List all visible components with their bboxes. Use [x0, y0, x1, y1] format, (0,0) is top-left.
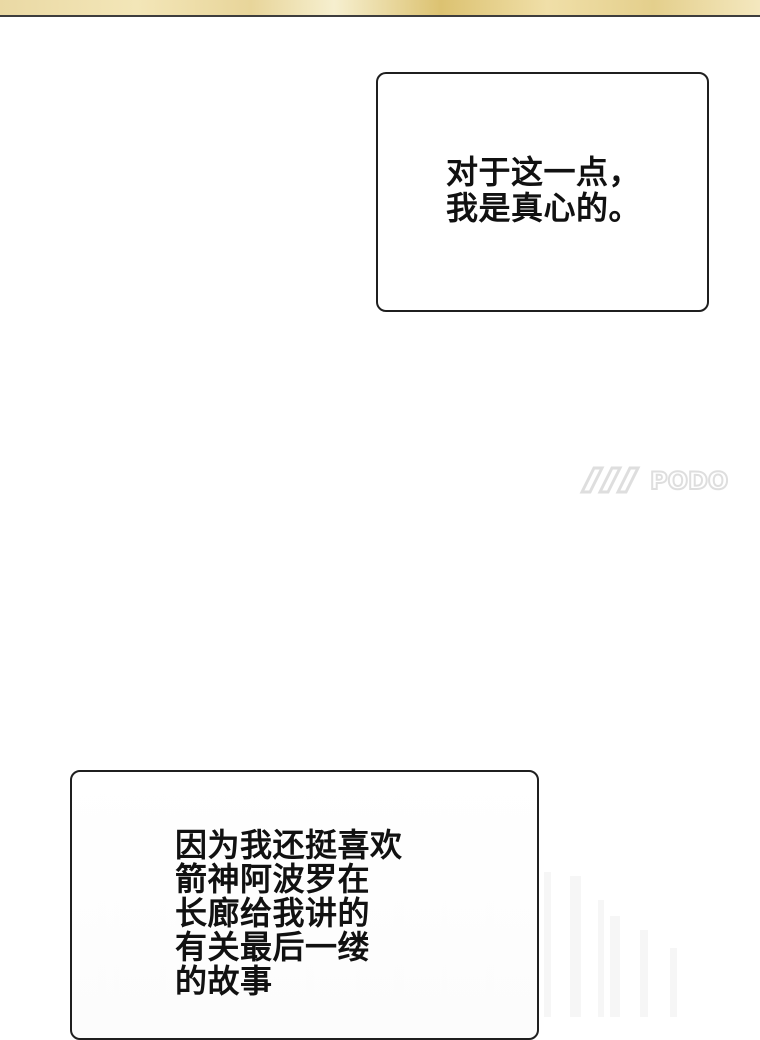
speech-bubble-2-line-4: 有关最后一缕 [175, 928, 371, 966]
speech-bubble-2-line-2: 箭神阿波罗在 [175, 860, 371, 898]
speech-bubble-2-line-3: 长廊给我讲的 [175, 894, 371, 932]
speech-bubble-2-text: 因为我还挺喜欢 箭神阿波罗在 长廊给我讲的 有关最后一缕 的故事 [175, 828, 465, 998]
podo-watermark: PODO [579, 466, 729, 496]
speech-bubble-2-line-1: 因为我还挺喜欢 [175, 826, 403, 864]
speech-bubble-2-line-5: 的故事 [175, 962, 273, 1000]
speech-bubble-1-line-1: 对于这一点， [446, 153, 642, 191]
watermark-text: PODO [650, 467, 728, 495]
speech-bubble-1-line-2: 我是真心的。 [446, 189, 642, 227]
speech-bubble-1-text: 对于这一点， 我是真心的。 [446, 154, 676, 226]
speech-bubble-1: 对于这一点， 我是真心的。 [376, 72, 709, 312]
speech-bubble-2: 因为我还挺喜欢 箭神阿波罗在 长廊给我讲的 有关最后一缕 的故事 [70, 770, 539, 1040]
top-panel-strip [0, 0, 760, 17]
